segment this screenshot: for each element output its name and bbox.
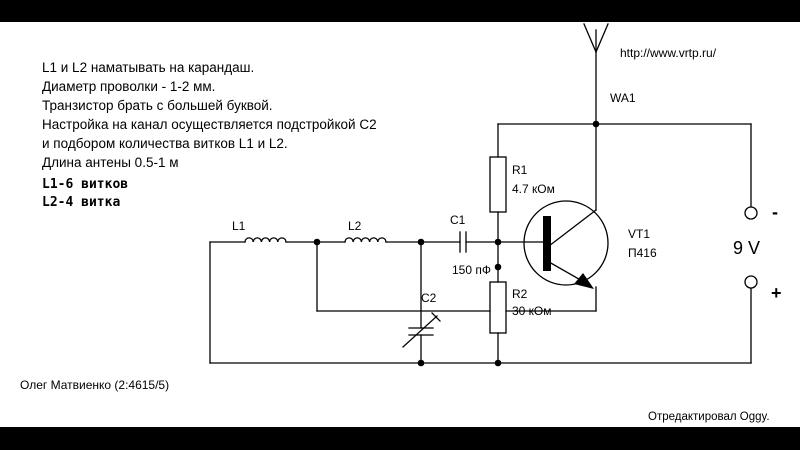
transistor-base-bar <box>543 216 551 271</box>
variable-capacitor-c2 <box>402 312 441 348</box>
c1-value: 150 пФ <box>452 263 491 277</box>
editor-credit: Отредактировал Oggy. <box>648 411 770 423</box>
junction-dot <box>494 238 502 246</box>
capacitor-c1 <box>459 231 467 253</box>
c1-label: C1 <box>450 213 466 227</box>
circuit-diagram: http://www.vrtp.ru/ WA1 L1 L2 C1 150 пФ … <box>20 23 782 423</box>
vt1-type: П416 <box>628 246 657 260</box>
junction-dot <box>494 263 502 271</box>
note-line-1: L1 и L2 наматывать на карандаш. <box>42 60 255 75</box>
junction-dot <box>494 359 502 367</box>
turns-note-l2: L2-4 витка <box>42 195 121 210</box>
vt1-label: VT1 <box>628 227 650 241</box>
r2-resistor <box>489 281 507 334</box>
note-line-4: Настройка на канал осуществляется подстр… <box>42 117 377 132</box>
r2-label: R2 <box>512 287 528 301</box>
inductor-l1 <box>244 237 287 243</box>
transistor-vt1 <box>523 200 609 286</box>
emitter-arrow-icon <box>574 273 594 289</box>
r1-value: 4.7 кОм <box>512 182 555 196</box>
schematic-canvas: L1 и L2 наматывать на карандаш. Диаметр … <box>0 22 800 427</box>
author-credit: Олег Матвиенко (2:4615/5) <box>20 378 169 392</box>
r1-resistor <box>489 156 507 213</box>
antenna-symbol <box>583 23 609 125</box>
junction-dot <box>417 238 425 246</box>
antenna-label: WA1 <box>610 91 636 105</box>
note-line-3: Транзистор брать с большей буквой. <box>42 98 273 113</box>
junction-dot <box>313 238 321 246</box>
battery-plus-terminal <box>744 275 758 289</box>
note-line-5: и подбором количества витков L1 и L2. <box>42 136 288 151</box>
l2-label: L2 <box>348 219 362 233</box>
supply-voltage: 9 V <box>733 238 760 258</box>
turns-note-l1: L1-6 витков <box>42 177 129 192</box>
note-line-6: Длина антены 0.5-1 м <box>42 155 179 170</box>
c2-label: C2 <box>421 291 437 305</box>
r1-label: R1 <box>512 163 528 177</box>
note-line-2: Диаметр проволки - 1-2 мм. <box>42 79 216 94</box>
battery-minus-terminal <box>744 206 758 220</box>
junction-dot <box>592 120 600 128</box>
r2-value: 30 кОм <box>512 304 552 318</box>
supply-plus-sign: + <box>771 283 782 303</box>
supply-minus-sign: - <box>772 202 778 222</box>
junction-dot <box>417 359 425 367</box>
website-url: http://www.vrtp.ru/ <box>620 46 717 60</box>
l1-label: L1 <box>232 219 246 233</box>
inductor-l2 <box>344 237 387 243</box>
